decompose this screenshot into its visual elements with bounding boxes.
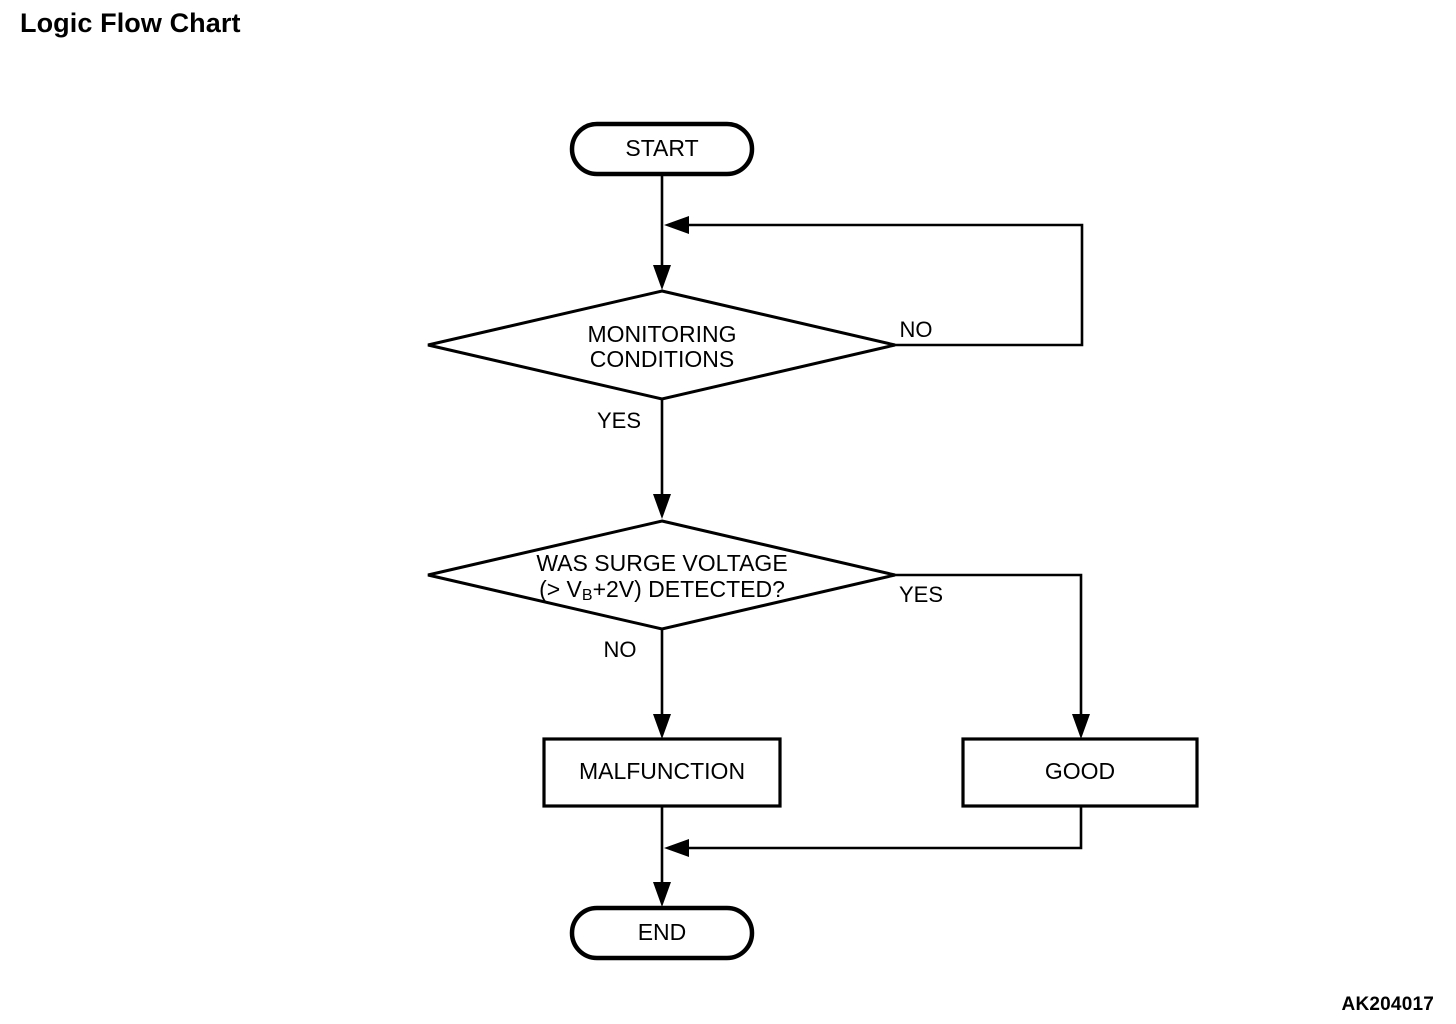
- edge-monitoring-yes-arrowhead: [653, 494, 671, 519]
- monitoring-label-line2: CONDITIONS: [590, 346, 734, 372]
- end-label: END: [638, 919, 687, 945]
- edge-start-monitoring-arrowhead: [653, 265, 671, 290]
- node-surge-voltage: WAS SURGE VOLTAGE (> VB+2V) DETECTED?: [427, 519, 896, 631]
- edge-malfunction-to-end: [653, 806, 671, 907]
- edge-surge-yes-path: [895, 573, 1083, 728]
- monitoring-label-line1: MONITORING: [587, 321, 736, 347]
- figure-id-label: AK204017: [1341, 994, 1434, 1015]
- node-end: END: [569, 905, 755, 961]
- edge-surge-no: NO: [604, 629, 671, 739]
- edge-surge-no-arrowhead: [653, 714, 671, 739]
- good-box-shape: [961, 737, 1199, 808]
- branch-label-monitoring-no: NO: [900, 317, 933, 342]
- branch-label-surge-yes: YES: [899, 582, 943, 607]
- node-good: GOOD: [961, 737, 1199, 808]
- malfunction-label: MALFUNCTION: [579, 758, 745, 784]
- branch-label-monitoring-yes: YES: [597, 408, 641, 433]
- node-start: START: [569, 121, 755, 177]
- edge-monitoring-no-arrowhead: [664, 216, 689, 234]
- good-label: GOOD: [1045, 758, 1115, 784]
- edge-malfunction-end-arrowhead: [653, 882, 671, 907]
- surge-label-line2-subscript: B: [582, 587, 593, 604]
- edge-surge-yes-arrowhead: [1072, 714, 1090, 739]
- node-monitoring-conditions: MONITORING CONDITIONS: [427, 289, 896, 401]
- edge-surge-yes: YES: [895, 573, 1090, 739]
- page-title: Logic Flow Chart: [20, 8, 241, 38]
- edge-good-end-path: [676, 806, 1083, 850]
- edge-monitoring-yes: YES: [597, 399, 671, 519]
- end-terminator-shape: [569, 905, 755, 961]
- surge-label-line2: (> VB+2V) DETECTED?: [539, 576, 785, 604]
- edge-monitoring-no-loop: NO: [664, 216, 1084, 347]
- branch-label-surge-no: NO: [604, 637, 637, 662]
- start-label: START: [625, 135, 698, 161]
- edge-good-to-end: [664, 806, 1083, 857]
- edge-monitoring-no-path: [676, 223, 1084, 347]
- surge-label-line2-post: +2V) DETECTED?: [593, 576, 785, 602]
- edge-good-end-arrowhead: [664, 839, 689, 857]
- node-malfunction: MALFUNCTION: [542, 737, 782, 808]
- edge-start-to-monitoring: [653, 174, 671, 290]
- surge-label-line2-pre: (> V: [539, 576, 582, 602]
- surge-label-line1: WAS SURGE VOLTAGE: [536, 550, 787, 576]
